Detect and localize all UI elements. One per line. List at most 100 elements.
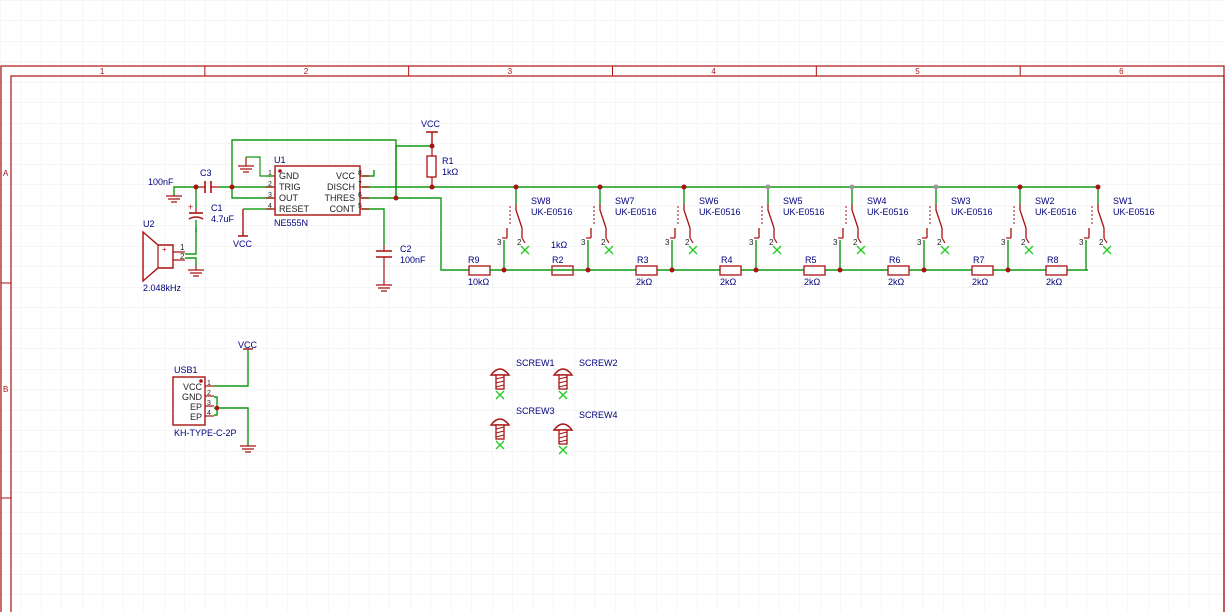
ladder-resistor-ref: R8 <box>1047 255 1059 265</box>
screw-label: SCREW3 <box>516 406 555 416</box>
junction <box>765 184 771 190</box>
ladder-resistor-value: 2kΩ <box>972 277 989 287</box>
switch-pin-number: 3 <box>833 238 838 247</box>
switch-pin-number: 3 <box>581 238 586 247</box>
junction <box>597 184 603 190</box>
screw-label: SCREW2 <box>579 358 618 368</box>
ground-symbol-speaker <box>188 266 204 277</box>
switch-pin-number: 2 <box>853 238 858 247</box>
screw-1[interactable]: SCREW1 <box>489 358 555 400</box>
frame-row-label: B <box>3 385 8 394</box>
junction <box>669 267 675 273</box>
junction <box>585 267 591 273</box>
vcc-label-r1: VCC <box>421 119 441 129</box>
ladder-resistor-value: 2kΩ <box>636 277 653 287</box>
switch-ref: SW3 <box>951 196 971 206</box>
ground-symbol-c3 <box>166 195 182 203</box>
drawing-frame <box>0 65 1225 612</box>
junction <box>501 267 507 273</box>
screw-label: SCREW4 <box>579 410 618 420</box>
frame-row-label: A <box>3 169 9 178</box>
switch-pin-number: 2 <box>1021 238 1026 247</box>
usb-pin-name: GND <box>182 392 203 402</box>
ladder-resistor-value: 2kΩ <box>720 277 737 287</box>
resistor-r3[interactable]: R3 2kΩ <box>635 255 658 287</box>
switch-ref: SW4 <box>867 196 887 206</box>
speaker-plus: + <box>162 245 167 254</box>
switch-value: UK-E0516 <box>951 207 993 217</box>
switch-pin-number: 3 <box>1001 238 1006 247</box>
switch-ref: SW5 <box>783 196 803 206</box>
u1-pin-number: 5 <box>358 203 362 210</box>
switch-pin-number: 2 <box>769 238 774 247</box>
u1-pin-name: THRES <box>324 193 355 203</box>
usb-pin-number: 4 <box>207 410 211 417</box>
frame-col-label: 1 <box>100 67 105 76</box>
switch-ref: SW2 <box>1035 196 1055 206</box>
c3-value: 100nF <box>148 177 174 187</box>
r1-ref: R1 <box>442 156 454 166</box>
speaker-ref: U2 <box>143 219 155 229</box>
screw-2[interactable]: SCREW2 <box>552 358 618 400</box>
u1-pin-name: VCC <box>336 171 356 181</box>
switch-value: UK-E0516 <box>1113 207 1155 217</box>
speaker-pin1: 1 <box>180 243 185 252</box>
screw-3[interactable]: SCREW3 <box>489 406 555 450</box>
frame-col-label: 4 <box>711 67 716 76</box>
no-connect-marker <box>495 390 505 400</box>
speaker-u2[interactable]: + 1 2 U2 2.048kHz <box>142 219 185 293</box>
junctions-555 <box>193 143 435 201</box>
switch-value: UK-E0516 <box>531 207 573 217</box>
screw-4[interactable]: SCREW4 <box>552 410 618 455</box>
u1-pin-name: DISCH <box>327 182 355 192</box>
ladder-resistor-value: 2kΩ <box>888 277 905 287</box>
usb-pin-name: VCC <box>183 382 203 392</box>
vcc-symbol-usb: VCC <box>238 340 258 350</box>
frame-row-labels: AB <box>3 169 9 394</box>
usb-value: KH-TYPE-C-2P <box>174 428 237 438</box>
switch-value: UK-E0516 <box>699 207 741 217</box>
switch-pin-number: 2 <box>937 238 942 247</box>
u1-pin-number: 6 <box>358 192 362 199</box>
junction <box>1095 184 1101 190</box>
switch-pin-number: 3 <box>917 238 922 247</box>
u1-ref: U1 <box>274 155 286 165</box>
ladder-resistor-value: 2kΩ <box>804 277 821 287</box>
no-connect-marker <box>940 245 950 255</box>
usb-pin-number: 1 <box>207 380 211 387</box>
switch-ref: SW6 <box>699 196 719 206</box>
no-connect-marker <box>1024 245 1034 255</box>
junction <box>933 184 939 190</box>
capacitor-c2[interactable]: C2 100nF <box>376 244 426 285</box>
capacitor-c3[interactable]: C3 100nF <box>148 168 219 193</box>
c3-ref: C3 <box>200 168 212 178</box>
ground-symbol-u1 <box>238 156 273 177</box>
u1-pin-name: CONT <box>330 204 356 214</box>
switch-pin-number: 3 <box>497 238 502 247</box>
junction <box>681 184 687 190</box>
r9-ref: R9 <box>468 255 480 265</box>
u1-pin-name: RESET <box>279 204 310 214</box>
ladder-resistor-ref: R3 <box>637 255 649 265</box>
c2-ref: C2 <box>400 244 412 254</box>
capacitor-c1[interactable]: + C1 4.7uF <box>188 202 235 224</box>
